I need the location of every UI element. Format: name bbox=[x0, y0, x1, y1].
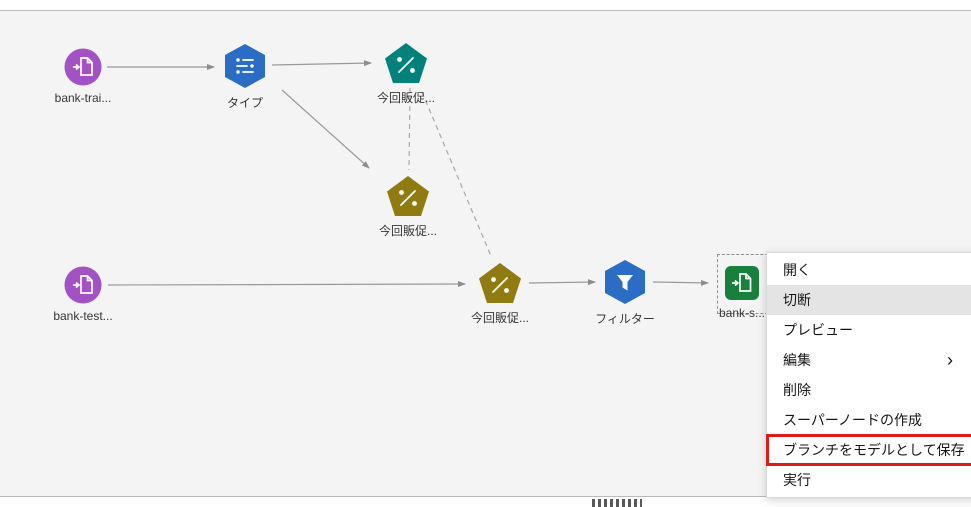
menu-item-label: プレビュー bbox=[783, 322, 853, 338]
node-label: 今回販促... bbox=[376, 91, 435, 105]
menu-item-label: 切断 bbox=[783, 292, 811, 308]
menu-item-disconnect[interactable]: 切断 bbox=[767, 285, 971, 315]
node-export[interactable]: bank-s... bbox=[697, 265, 787, 320]
menu-item-label: スーパーノードの作成 bbox=[783, 412, 923, 428]
menu-item-delete[interactable]: 削除 bbox=[767, 375, 971, 405]
node-filter[interactable]: フィルター bbox=[580, 259, 670, 327]
node-model-nugget-2[interactable]: 今回販促... bbox=[455, 262, 545, 326]
import-icon bbox=[64, 266, 102, 304]
menu-item-label: 編集 bbox=[783, 352, 811, 368]
node-model-build[interactable]: 今回販促... bbox=[361, 42, 451, 106]
menu-item-label: ブランチをモデルとして保存 bbox=[783, 442, 965, 458]
menu-item-preview[interactable]: プレビュー bbox=[767, 315, 971, 345]
node-import-test[interactable]: bank-test... bbox=[38, 266, 128, 323]
import-icon bbox=[64, 48, 102, 86]
type-icon bbox=[225, 44, 265, 88]
menu-item-open[interactable]: 開く bbox=[767, 255, 971, 285]
export-icon bbox=[725, 266, 759, 300]
menu-item-run[interactable]: 実行 bbox=[767, 465, 971, 495]
model-nugget-icon bbox=[387, 176, 429, 216]
menu-item-edit[interactable]: 編集 › bbox=[767, 345, 971, 375]
menu-item-create-supernode[interactable]: スーパーノードの作成 bbox=[767, 405, 971, 435]
node-model-nugget-1[interactable]: 今回販促... bbox=[363, 175, 453, 239]
node-label: bank-s... bbox=[718, 306, 766, 320]
filter-icon bbox=[605, 260, 645, 304]
menu-item-label: 実行 bbox=[783, 472, 811, 488]
clipped-ui-fragment bbox=[592, 499, 642, 507]
node-import-train[interactable]: bank-trai... bbox=[38, 48, 128, 105]
node-type[interactable]: タイプ bbox=[200, 43, 290, 111]
menu-item-save-branch-as-model[interactable]: ブランチをモデルとして保存 bbox=[766, 434, 971, 466]
node-label: 今回販促... bbox=[378, 224, 437, 238]
node-label: bank-test... bbox=[53, 309, 113, 323]
menu-item-label: 開く bbox=[783, 262, 811, 278]
node-label: 今回販促... bbox=[470, 311, 529, 325]
node-label: タイプ bbox=[226, 96, 263, 110]
model-nugget-icon bbox=[479, 263, 521, 303]
menu-item-label: 削除 bbox=[783, 382, 811, 398]
submenu-chevron-icon: › bbox=[947, 350, 953, 370]
context-menu: 開く 切断 プレビュー 編集 › 削除 スーパーノードの作成 ブランチをモデルと… bbox=[766, 252, 971, 498]
node-label: フィルター bbox=[595, 312, 655, 326]
node-label: bank-trai... bbox=[54, 91, 112, 105]
model-icon bbox=[385, 43, 427, 83]
